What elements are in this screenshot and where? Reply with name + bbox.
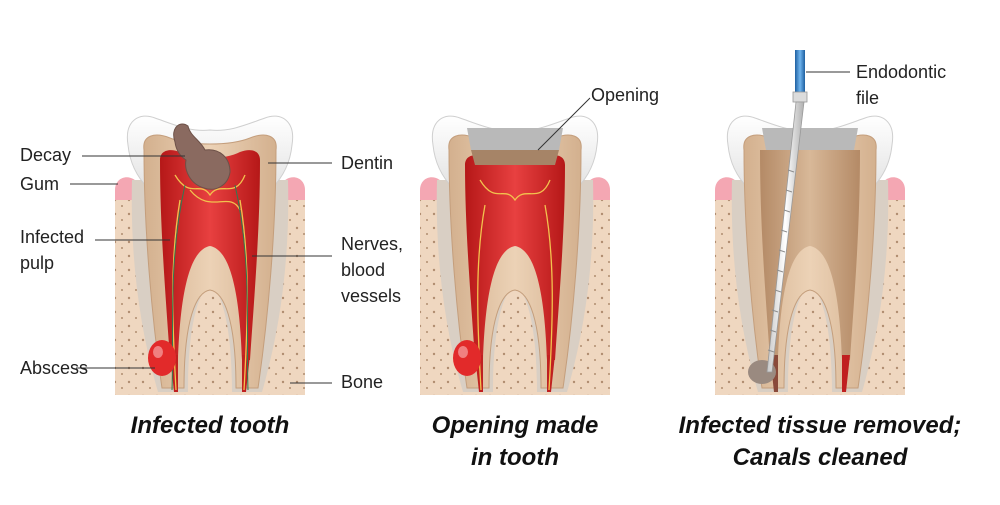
caption-removed-line1: Infected tissue removed; xyxy=(678,412,962,439)
infected-pulp xyxy=(160,150,260,360)
panel-opening-made xyxy=(419,115,611,396)
label-infected-pulp-2: pulp xyxy=(20,253,55,273)
leader-lines xyxy=(70,71,850,384)
label-gum: Gum xyxy=(20,174,60,194)
label-endodontic-2: file xyxy=(856,88,880,108)
endodontic-file xyxy=(766,50,808,373)
label-nerves-2: blood xyxy=(341,260,386,280)
opening xyxy=(467,128,563,150)
label-opening: Opening xyxy=(591,85,660,105)
caption-infected-tooth: Infected tooth xyxy=(130,412,290,439)
abscess xyxy=(148,340,176,376)
panel-canals-cleaned xyxy=(714,115,906,396)
caption-removed-line2: Canals cleaned xyxy=(732,444,908,471)
label-dentin: Dentin xyxy=(341,153,394,173)
label-bone: Bone xyxy=(341,372,384,392)
label-nerves-3: vessels xyxy=(341,286,402,306)
panel-infected-tooth xyxy=(114,115,306,396)
decay xyxy=(173,123,231,190)
caption-opening-line1: Opening made xyxy=(431,412,599,439)
label-decay: Decay xyxy=(20,145,72,165)
label-endodontic-1: Endodontic xyxy=(856,62,947,82)
label-nerves-1: Nerves, xyxy=(341,234,404,254)
label-abscess: Abscess xyxy=(20,358,89,378)
caption-opening-line2: in tooth xyxy=(471,444,559,471)
label-infected-pulp-1: Infected xyxy=(20,227,85,247)
